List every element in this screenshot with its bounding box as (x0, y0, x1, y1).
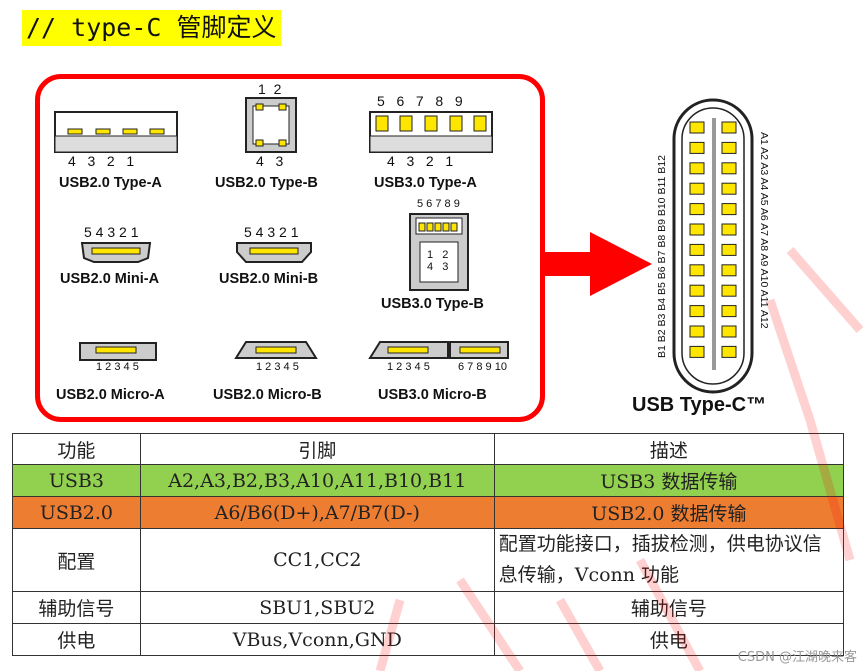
usb20-micro-a-pins: 1 2 3 4 5 (96, 361, 139, 373)
usb30-type-b-mid-pins-a: 1 2 (427, 249, 449, 261)
type-c-contact-right (721, 141, 737, 154)
type-c-contact-left (689, 284, 705, 297)
usb20-micro-a-label: USB2.0 Micro-A (56, 387, 165, 403)
type-c-contact-left (689, 182, 705, 195)
usb30-micro-b-label: USB3.0 Micro-B (378, 387, 487, 403)
connector-frame (35, 74, 545, 422)
header-func: 功能 (12, 433, 141, 465)
type-c-b-row: B1 B2 B3 B4 B5 B6 B7 B8 B9 B10 B11 B12 (656, 155, 668, 358)
cell-pins: VBus,Vconn,GND (139, 623, 495, 656)
usb20-type-b-drawing (245, 97, 297, 153)
cell-func: USB2.0 (12, 496, 141, 529)
usb20-type-a-drawing (54, 111, 178, 153)
type-c-contact-right (721, 264, 737, 277)
usb20-mini-b-drawing (236, 242, 312, 263)
type-c-contact-right (721, 223, 737, 236)
usb30-type-a-label: USB3.0 Type-A (374, 175, 477, 191)
usb20-micro-a-drawing (79, 342, 157, 361)
usb30-type-a-top-pins: 5 6 7 8 9 (377, 93, 463, 109)
type-c-contact-right (721, 305, 737, 318)
cell-desc: USB3 数据传输 (493, 464, 845, 497)
type-c-contact-right (721, 284, 737, 297)
usb20-micro-b-drawing (234, 341, 318, 359)
type-c-contact-left (689, 243, 705, 256)
usb20-mini-b-label: USB2.0 Mini-B (219, 271, 319, 287)
type-c-contact-left (689, 325, 705, 338)
table-row: USB3 A2,A3,B2,B3,A10,A11,B10,B11 USB3 数据… (12, 464, 845, 497)
type-c-contact-left (689, 121, 705, 134)
cell-func: 供电 (12, 623, 141, 656)
usb20-type-b-top-pins: 1 2 (258, 81, 282, 97)
type-c-contact-left (689, 264, 705, 277)
usb30-type-a-drawing (369, 111, 493, 153)
table-row: USB2.0 A6/B6(D+),A7/B7(D-) USB2.0 数据传输 (12, 496, 845, 529)
usb30-type-b-top-pins: 5 6 7 8 9 (417, 198, 460, 210)
usb20-micro-b-pins: 1 2 3 4 5 (256, 361, 299, 373)
usb20-type-b-bottom-pins: 4 3 (256, 153, 284, 169)
cell-func: 辅助信号 (12, 591, 141, 624)
type-c-contact-right (721, 345, 737, 358)
usb30-micro-b-pins-b: 6 7 8 9 10 (458, 361, 507, 373)
table-row: 配置 CC1,CC2 配置功能接口，插拔检测，供电协议信息传输，Vconn 功能 (12, 528, 845, 592)
usb20-mini-a-label: USB2.0 Mini-A (60, 271, 160, 287)
cell-pins: A6/B6(D+),A7/B7(D-) (139, 496, 495, 529)
usb30-type-a-bottom-pins: 4 3 2 1 (387, 153, 454, 169)
usb30-micro-b-pins-a: 1 2 3 4 5 (387, 361, 430, 373)
type-c-contact-right (721, 203, 737, 216)
table-row: 辅助信号 SBU1,SBU2 辅助信号 (12, 591, 845, 624)
type-c-contact-right (721, 243, 737, 256)
type-c-contact-left (689, 345, 705, 358)
header-pins: 引脚 (139, 433, 495, 465)
cell-desc: USB2.0 数据传输 (493, 496, 845, 529)
usb30-type-b-mid-pins-b: 4 3 (427, 261, 449, 273)
usb30-micro-b-drawing (368, 341, 509, 359)
type-c-contact-right (721, 325, 737, 338)
type-c-contact-left (689, 305, 705, 318)
type-c-contact-right (721, 182, 737, 195)
usb20-mini-a-drawing (80, 242, 152, 263)
type-c-contact-left (689, 141, 705, 154)
cell-desc: 辅助信号 (493, 591, 845, 624)
page-heading: // type-C 管脚定义 (22, 10, 281, 46)
type-c-contact-right (721, 162, 737, 175)
cell-pins: SBU1,SBU2 (139, 591, 495, 624)
cell-func: 配置 (12, 528, 141, 592)
usb30-type-b-label: USB3.0 Type-B (381, 296, 484, 312)
type-c-contact-right (721, 121, 737, 134)
pin-function-table: 功能 引脚 描述 USB3 A2,A3,B2,B3,A10,A11,B10,B1… (12, 433, 845, 656)
type-c-contact-left (689, 162, 705, 175)
usb30-type-b-drawing (409, 213, 469, 291)
usb20-type-a-label: USB2.0 Type-A (59, 175, 162, 191)
csdn-watermark: CSDN @江湖晚来客 (737, 650, 857, 665)
cell-desc: 配置功能接口，插拔检测，供电协议信息传输，Vconn 功能 (493, 528, 845, 592)
header-desc: 描述 (493, 433, 845, 465)
table-row: 供电 VBus,Vconn,GND 供电 (12, 623, 845, 656)
usb20-mini-b-pins: 5 4 3 2 1 (244, 224, 299, 240)
type-c-receptacle-drawing (672, 98, 754, 394)
cell-pins: A2,A3,B2,B3,A10,A11,B10,B11 (139, 464, 495, 497)
usb20-mini-a-pins: 5 4 3 2 1 (84, 224, 139, 240)
usb20-micro-b-label: USB2.0 Micro-B (213, 387, 322, 403)
type-c-title: USB Type-C™ (632, 394, 767, 416)
arrow-right-icon (545, 232, 652, 296)
type-c-contact-left (689, 223, 705, 236)
cell-func: USB3 (12, 464, 141, 497)
usb20-type-b-label: USB2.0 Type-B (215, 175, 318, 191)
usb20-type-a-pins: 4 3 2 1 (68, 153, 135, 169)
table-header-row: 功能 引脚 描述 (12, 433, 845, 465)
cell-desc: 供电 (493, 623, 845, 656)
type-c-contact-left (689, 203, 705, 216)
type-c-a-row: A1 A2 A3 A4 A5 A6 A7 A8 A9 A10 A11 A12 (758, 132, 770, 329)
cell-pins: CC1,CC2 (139, 528, 495, 592)
